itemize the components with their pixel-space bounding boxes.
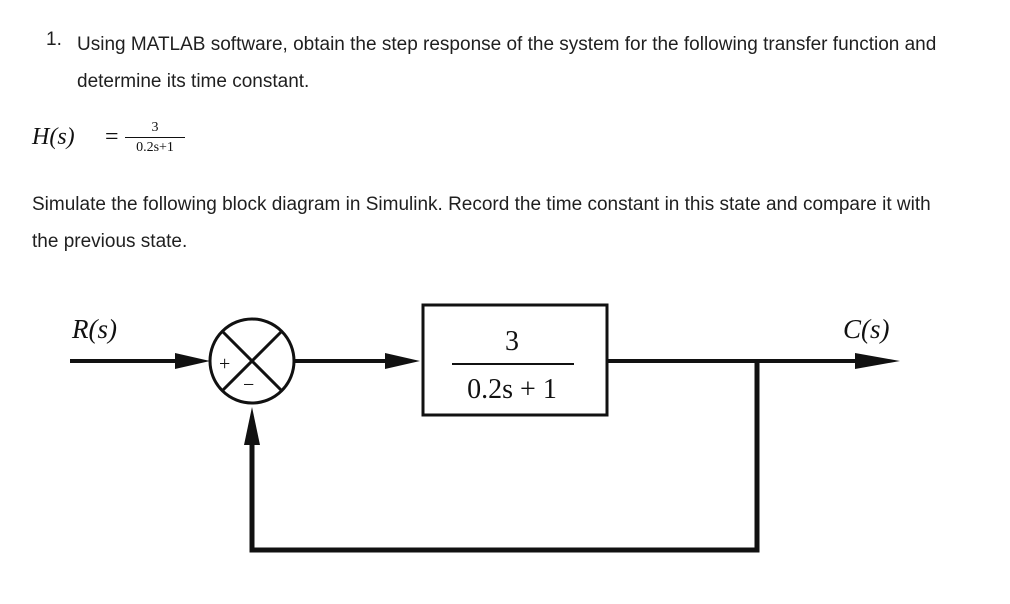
forward-arrow bbox=[294, 353, 420, 369]
equation-equals: = bbox=[105, 124, 119, 150]
question-text: Using MATLAB software, obtain the step r… bbox=[77, 34, 937, 92]
transfer-function-block: 3 0.2s + 1 bbox=[421, 303, 609, 417]
instructions-text: Simulate the following block diagram in … bbox=[32, 194, 931, 252]
input-arrow bbox=[70, 353, 210, 369]
input-label: R(s) bbox=[71, 314, 117, 344]
block-numerator: 3 bbox=[505, 326, 519, 357]
equation-numerator: 3 bbox=[151, 120, 159, 135]
equation-denominator: 0.2s+1 bbox=[136, 140, 174, 155]
summing-minus-sign: − bbox=[243, 374, 254, 396]
block-denominator: 0.2s + 1 bbox=[467, 374, 557, 405]
output-label: C(s) bbox=[843, 314, 890, 344]
equation-fraction-bar bbox=[125, 137, 185, 138]
equation-fraction: 3 0.2s+1 bbox=[125, 120, 185, 156]
equation-lhs: H(s) bbox=[32, 124, 75, 150]
feedback-path bbox=[244, 361, 760, 553]
output-arrow bbox=[607, 353, 900, 369]
summing-junction: + − bbox=[208, 317, 296, 405]
question-number: 1. bbox=[46, 29, 62, 50]
summing-plus-sign: + bbox=[219, 353, 230, 375]
